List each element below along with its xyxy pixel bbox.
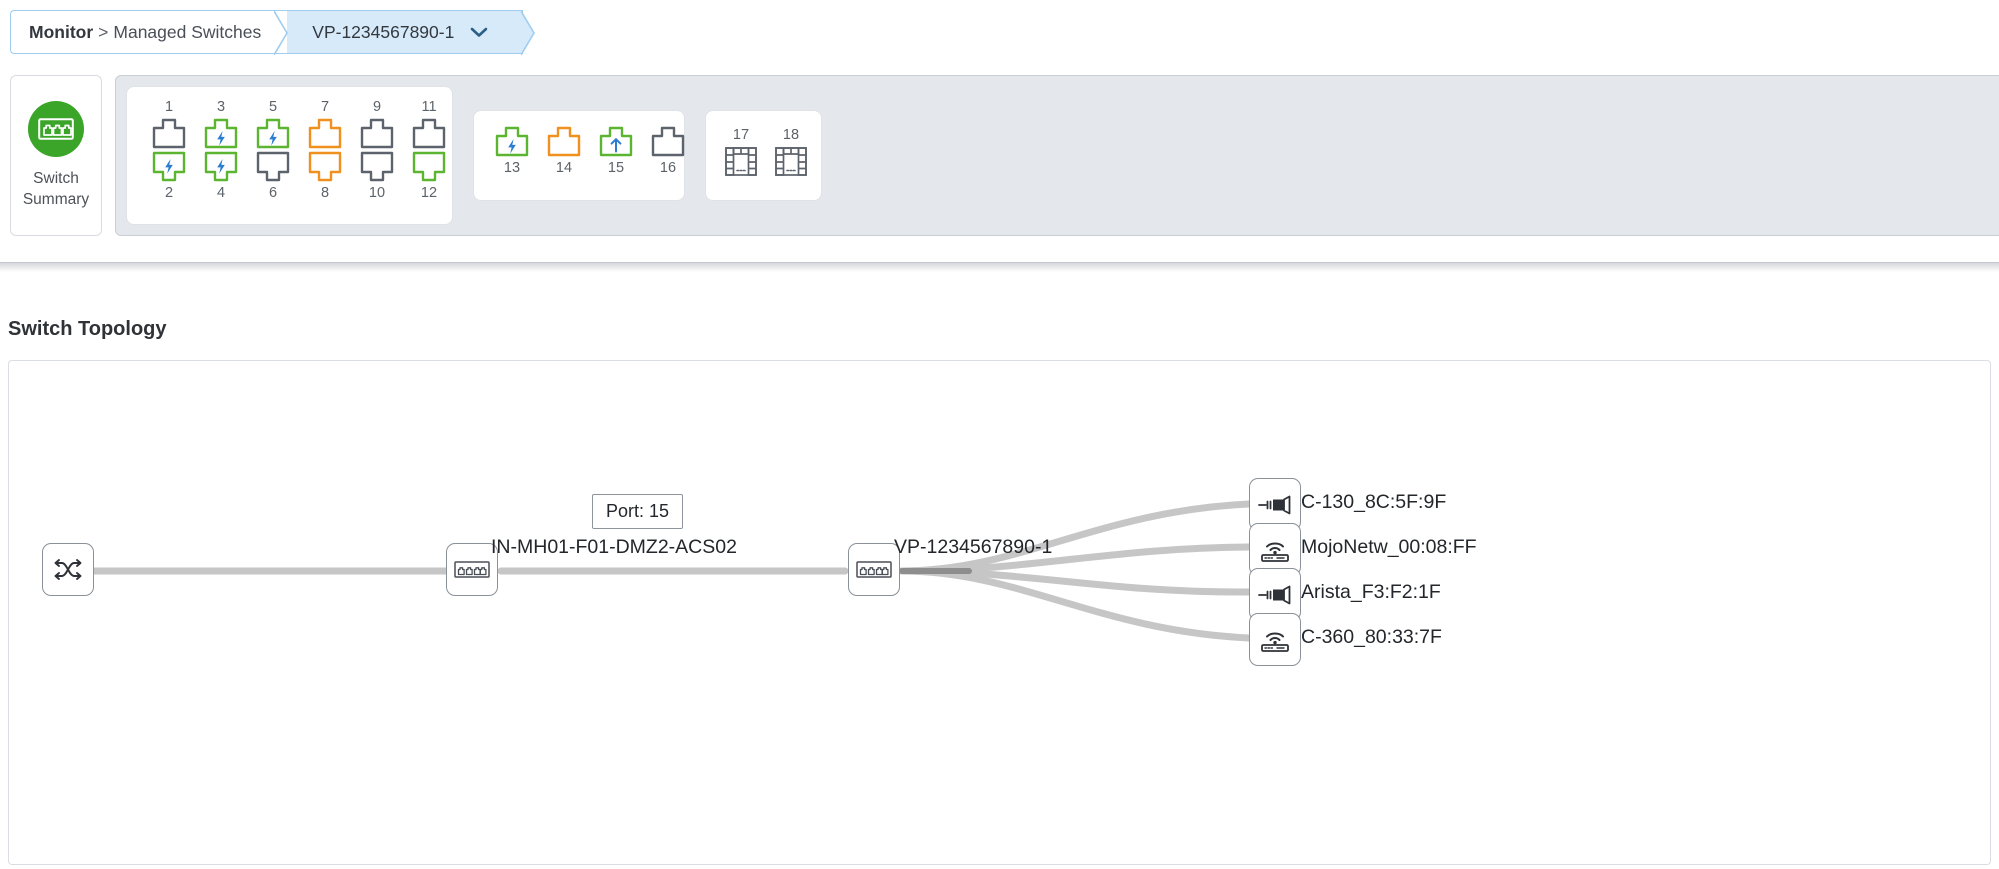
port-number-12: 12 — [420, 185, 438, 201]
breadcrumb-root-label: Monitor — [29, 21, 94, 42]
port-number-8: 8 — [320, 185, 330, 201]
access-point-icon — [1261, 542, 1289, 562]
port-group-main: 1 3 5 7 9 11 2 4 6 8 10 12 — [126, 86, 453, 225]
switch-topology-canvas[interactable]: Port: 15 IN-MH01-F01-DMZ2-ACS02 — [8, 360, 1991, 865]
topology-label-client2: MojoNetw_00:08:FF — [1301, 536, 1477, 558]
topology-label-access02: IN-MH01-F01-DMZ2-ACS02 — [491, 536, 737, 558]
port-icon-11[interactable] — [412, 117, 446, 150]
port-grid-uplink: 13 14 15 16 — [486, 125, 694, 178]
port-number-6: 6 — [268, 185, 278, 201]
breadcrumb-section-label: Managed Switches — [113, 21, 262, 42]
switch-icon — [454, 561, 490, 578]
port-icon-10[interactable] — [360, 150, 394, 183]
port-number-13: 13 — [503, 160, 521, 176]
switch-summary-card[interactable]: Switch Summary — [10, 75, 102, 236]
router-shuffle-icon — [54, 558, 82, 580]
port-icon-14[interactable] — [547, 125, 581, 158]
topology-label-focus: VP-1234567890-1 — [894, 536, 1053, 558]
port-icon-17[interactable] — [724, 145, 758, 178]
breadcrumb-segment-current[interactable]: VP-1234567890-1 — [286, 10, 536, 56]
port-number-11: 11 — [421, 99, 437, 115]
port-number-16: 16 — [659, 160, 677, 176]
breadcrumb-segment-monitor[interactable]: Monitor > Managed Switches — [10, 10, 289, 55]
port-icon-8[interactable] — [308, 150, 342, 183]
topology-label-client3: Arista_F3:F2:1F — [1301, 581, 1441, 603]
port-number-1: 1 — [164, 99, 174, 115]
topology-label-client4: C-360_80:33:7F — [1301, 626, 1442, 648]
port-icon-13[interactable] — [495, 125, 529, 158]
port-icon-5[interactable] — [256, 117, 290, 150]
link-focus-to-client4 — [898, 567, 1253, 642]
port-icon-18[interactable] — [774, 145, 808, 178]
breadcrumb-bar: Monitor > Managed Switches VP-1234567890… — [0, 0, 1999, 66]
topology-label-client1: C-130_8C:5F:9F — [1301, 491, 1447, 513]
access-point-icon — [1261, 632, 1289, 652]
port-icon-7[interactable] — [308, 117, 342, 150]
port-number-15: 15 — [607, 160, 625, 176]
port-icon-4[interactable] — [204, 150, 238, 183]
wired-client-icon — [1258, 495, 1291, 514]
port-number-5: 5 — [268, 99, 278, 115]
breadcrumb-arrow-icon — [274, 11, 289, 55]
port-icon-15[interactable] — [599, 125, 633, 158]
port-number-10: 10 — [368, 185, 386, 201]
port-number-17: 17 — [732, 127, 750, 143]
port-number-2: 2 — [164, 185, 174, 201]
switch-ports-icon — [38, 117, 74, 140]
page-title: Switch Topology — [8, 318, 167, 340]
chevron-down-icon[interactable] — [470, 26, 488, 38]
topology-node-client4[interactable] — [1249, 613, 1301, 666]
port-icon-9[interactable] — [360, 117, 394, 150]
port-number-4: 4 — [216, 185, 226, 201]
topology-node-client2[interactable] — [1249, 523, 1301, 576]
topology-node-router[interactable] — [42, 543, 94, 596]
port-icon-12[interactable] — [412, 150, 446, 183]
breadcrumb-arrow-end-icon — [521, 10, 536, 56]
topology-node-access02[interactable] — [446, 543, 498, 596]
switch-icon — [856, 561, 892, 578]
port-number-9: 9 — [372, 99, 382, 115]
topology-node-focus[interactable] — [848, 543, 900, 596]
port-icon-16[interactable] — [651, 125, 685, 158]
port-icon-6[interactable] — [256, 150, 290, 183]
breadcrumb-separator: > — [98, 21, 109, 42]
port-icon-2[interactable] — [152, 150, 186, 183]
section-divider — [0, 262, 1999, 272]
breadcrumb-current-label: VP-1234567890-1 — [312, 21, 455, 42]
port-number-7: 7 — [320, 99, 330, 115]
port-number-18: 18 — [782, 127, 800, 143]
wired-client-icon — [1258, 585, 1291, 604]
port-tooltip: Port: 15 — [592, 494, 684, 529]
port-group-uplink: 13 14 15 16 — [473, 110, 685, 201]
port-icon-3[interactable] — [204, 117, 238, 150]
switch-summary-status-badge — [28, 100, 84, 157]
switch-summary-label: Switch Summary — [22, 169, 90, 208]
port-icon-1[interactable] — [152, 117, 186, 150]
topology-links — [89, 500, 1253, 642]
port-number-14: 14 — [555, 160, 573, 176]
port-grid-main: 1 3 5 7 9 11 2 4 6 8 10 12 — [143, 97, 455, 203]
breadcrumb: Monitor > Managed Switches VP-1234567890… — [10, 10, 536, 56]
port-number-3: 3 — [216, 99, 226, 115]
